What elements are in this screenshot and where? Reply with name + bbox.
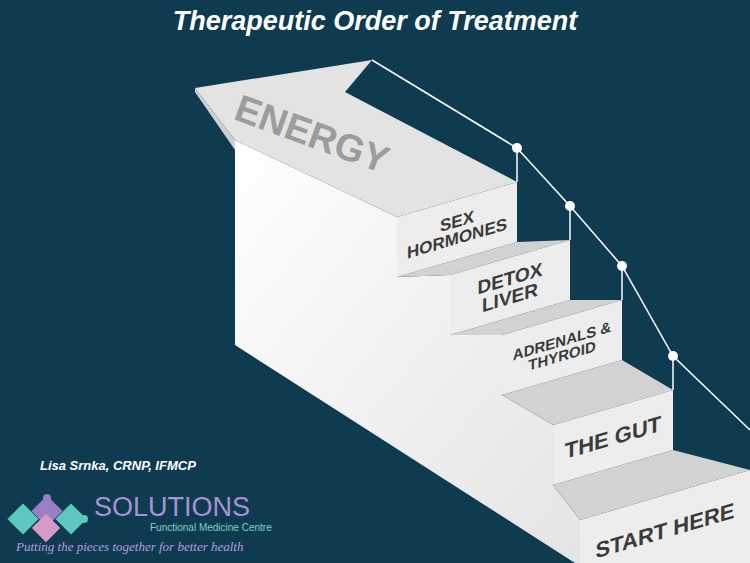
railing-post (621, 266, 623, 300)
step-riser (553, 390, 673, 485)
logo-puzzle (7, 494, 88, 542)
railing-dot (617, 261, 627, 271)
step-adrenals: ADRENALS & THYROID (509, 317, 615, 379)
diagram-title: Therapeutic Order of Treatment (0, 6, 750, 37)
railing-post (516, 148, 518, 182)
railing-post (569, 206, 571, 240)
puzzle-piece (32, 514, 60, 542)
logo-tagline: Putting the pieces together for better h… (16, 539, 243, 555)
logo-wordmark: SOLUTIONS (94, 492, 250, 523)
step-gut: THE GUT (561, 412, 665, 465)
railing-post (672, 356, 674, 390)
step-label: DETOX LIVER (457, 253, 563, 323)
step-detox: DETOX LIVER (457, 253, 563, 323)
logo-subtitle: Functional Medicine Centre (150, 522, 272, 533)
arrow-energy: ENERGY (211, 82, 412, 187)
step-label: SEX HORMONES (404, 197, 510, 263)
railing-dot (668, 351, 678, 361)
railing-line (372, 60, 750, 430)
railing-dot (565, 201, 575, 211)
step-label: ENERGY (211, 82, 412, 187)
step-sex-hormones: SEX HORMONES (404, 197, 510, 263)
arrow-edge (195, 88, 235, 150)
step-label: THE GUT (561, 412, 665, 465)
step-start: START HERE (590, 498, 740, 563)
step-riser (502, 300, 622, 395)
arrow-top-face (195, 60, 517, 217)
puzzle-knob (80, 515, 88, 523)
puzzle-knob (43, 494, 51, 502)
railing-dot (512, 143, 522, 153)
step-label: ADRENALS & THYROID (509, 317, 615, 379)
author-credit: Lisa Srnka, CRNP, IFMCP (40, 458, 196, 473)
step-label: START HERE (590, 498, 740, 563)
